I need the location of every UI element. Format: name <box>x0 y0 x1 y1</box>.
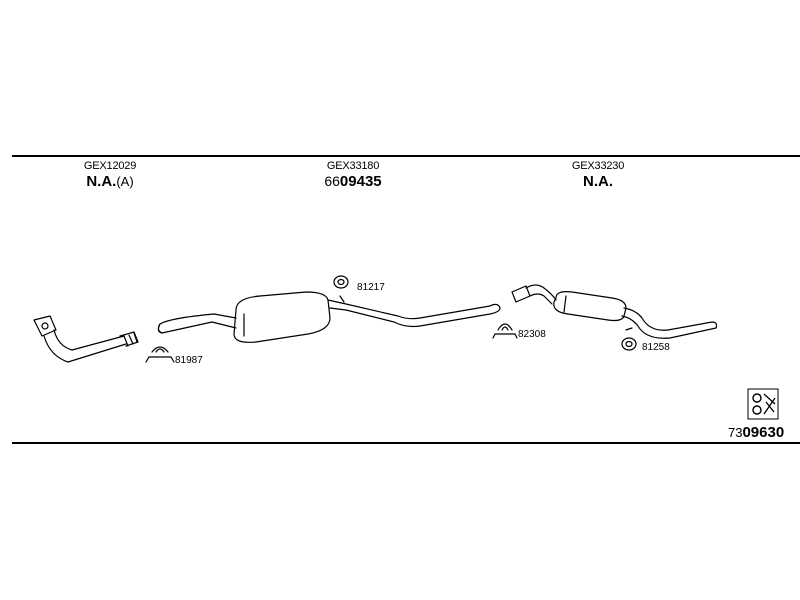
bottom-rule <box>12 442 800 444</box>
part-number: N.A.(A) <box>86 173 134 190</box>
part-code: GEX33230 <box>571 160 625 172</box>
rubber-ring-icon <box>333 275 349 289</box>
callout-clamp-mid: 82308 <box>518 329 546 340</box>
exhaust-kit-logo-icon <box>747 388 779 420</box>
part-code: GEX33180 <box>326 160 380 172</box>
clamp-icon <box>145 346 175 363</box>
front-pipe <box>33 315 139 363</box>
section-front-pipe: GEX12029 N.A.(A) <box>40 160 180 190</box>
clamp-icon <box>492 323 518 339</box>
callout-ring-rear: 81258 <box>642 342 670 353</box>
part-code: GEX12029 <box>83 160 137 172</box>
section-middle-silencer: GEX33180 6609435 <box>283 160 423 190</box>
top-rule <box>12 155 800 157</box>
rear-silencer <box>511 284 718 339</box>
part-number: N.A. <box>583 173 613 190</box>
rubber-ring-icon <box>621 327 637 351</box>
part-number: 6609435 <box>324 173 382 190</box>
section-rear-silencer: GEX33230 N.A. <box>528 160 668 190</box>
middle-silencer <box>157 291 501 343</box>
assembly-reference-number: 7309630 <box>728 424 785 441</box>
callout-ring-mid: 81217 <box>357 282 385 293</box>
callout-clamp-front: 81987 <box>175 355 203 366</box>
